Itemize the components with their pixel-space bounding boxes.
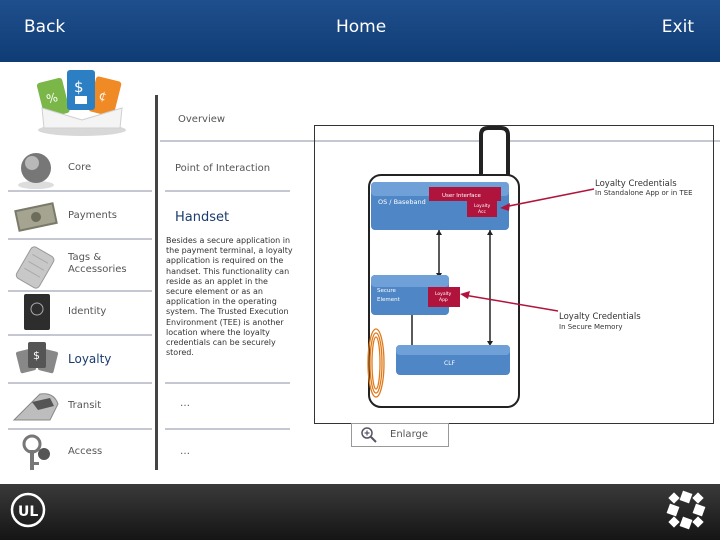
access-ellipsis: …	[180, 446, 191, 457]
loyalty-app-module	[428, 287, 460, 307]
sidebar-item-transit[interactable]: Transit	[10, 386, 150, 428]
sidebar-item-label: Transit	[68, 400, 102, 411]
sidebar-item-label: Core	[68, 162, 92, 173]
sidebar-item-label: Loyalty	[68, 352, 112, 366]
top-bar: Back Home Exit	[0, 0, 720, 62]
sidebar-item-label: Tags & Accessories	[68, 252, 127, 275]
divider	[165, 382, 290, 384]
enlarge-label: Enlarge	[390, 429, 428, 440]
tags-icon	[15, 246, 55, 289]
exit-button[interactable]: Exit	[661, 17, 694, 37]
loyalty-cards-icon: $	[16, 342, 58, 374]
sidebar-item-label: Payments	[68, 210, 117, 221]
secure-element-line-1: Secure	[377, 288, 397, 294]
globe-icon	[18, 153, 54, 189]
cash-icon	[14, 202, 58, 232]
callout-1-subtitle: In Standalone App or in TEE	[595, 189, 693, 197]
callout-1-pointer	[503, 188, 595, 208]
keys-icon	[22, 434, 50, 470]
loyalty-acc-module	[467, 199, 497, 217]
loyalty-acc-label: Loyalty Acc	[474, 203, 492, 215]
loyalty-app-line-2: App	[439, 297, 448, 303]
back-button[interactable]: Back	[24, 17, 66, 37]
page-title: Handset	[175, 210, 230, 225]
divider	[8, 290, 152, 292]
loyalty-acc-line-2: Acc	[478, 209, 486, 215]
passport-icon	[24, 294, 50, 330]
phone-antenna	[479, 126, 510, 181]
svg-text:$: $	[33, 349, 40, 362]
ul-logo-text: UL	[18, 504, 38, 520]
secure-element-line-2: Element	[377, 297, 401, 303]
secure-element-label: Secure Element	[377, 288, 401, 303]
sidebar-item-loyalty[interactable]: $ Loyalty	[10, 338, 150, 380]
callout-2-pointer	[463, 294, 559, 312]
train-icon	[12, 393, 59, 421]
sidebar-item-tags-accessories[interactable]: Tags & Accessories	[10, 244, 150, 292]
magnifier-plus-icon	[361, 427, 377, 443]
svg-text:$: $	[74, 78, 84, 96]
handset-architecture-diagram: OS / Baseband User Interface Loyalty Acc…	[367, 126, 693, 408]
loyalty-app-label: Loyalty App	[435, 291, 453, 303]
divider	[8, 428, 152, 430]
sidebar-item-access[interactable]: Access	[10, 432, 150, 474]
callout-2-title: Loyalty Credentials	[559, 312, 641, 322]
svg-text:%: %	[45, 90, 59, 106]
divider	[8, 238, 152, 240]
divider	[8, 382, 152, 384]
divider	[160, 140, 720, 142]
sidebar-item-identity[interactable]: Identity	[10, 292, 150, 334]
point-of-interaction-link[interactable]: Point of Interaction	[175, 163, 271, 174]
description-text: Besides a secure application in the paym…	[166, 236, 293, 358]
divider	[8, 334, 152, 336]
enlarge-button[interactable]: Enlarge	[351, 423, 449, 447]
sidebar-item-payments[interactable]: Payments	[10, 196, 150, 238]
os-baseband-label: OS / Baseband	[378, 198, 426, 206]
svg-text:¢: ¢	[97, 88, 108, 103]
sidebar-divider	[155, 95, 158, 470]
ul-logo: UL	[10, 492, 46, 528]
loyalty-app-line-1: Loyalty	[435, 291, 452, 297]
callout-1-title: Loyalty Credentials	[595, 179, 677, 189]
sidebar-item-label: Access	[68, 446, 103, 457]
clf-label: CLF	[444, 360, 456, 367]
overview-link[interactable]: Overview	[178, 114, 226, 125]
sidebar-item-label: Identity	[68, 306, 107, 317]
callout-2-subtitle: In Secure Memory	[559, 323, 623, 331]
divider	[8, 190, 152, 192]
home-button[interactable]: Home	[336, 17, 387, 37]
sidebar-item-core[interactable]: Core	[10, 148, 150, 190]
user-interface-label: User Interface	[442, 193, 482, 199]
bottom-bar: UL	[0, 484, 720, 540]
loyalty-cards-hero-icon: % ¢ $	[36, 70, 126, 136]
user-interface-module	[429, 187, 501, 201]
divider	[165, 190, 290, 192]
transit-ellipsis: …	[180, 398, 191, 409]
nfc-coil-icon	[367, 328, 385, 398]
diagram-frame	[314, 125, 714, 424]
divider	[165, 428, 290, 430]
loyalty-acc-line-1: Loyalty	[474, 203, 491, 209]
pinwheel-icon	[666, 490, 706, 530]
